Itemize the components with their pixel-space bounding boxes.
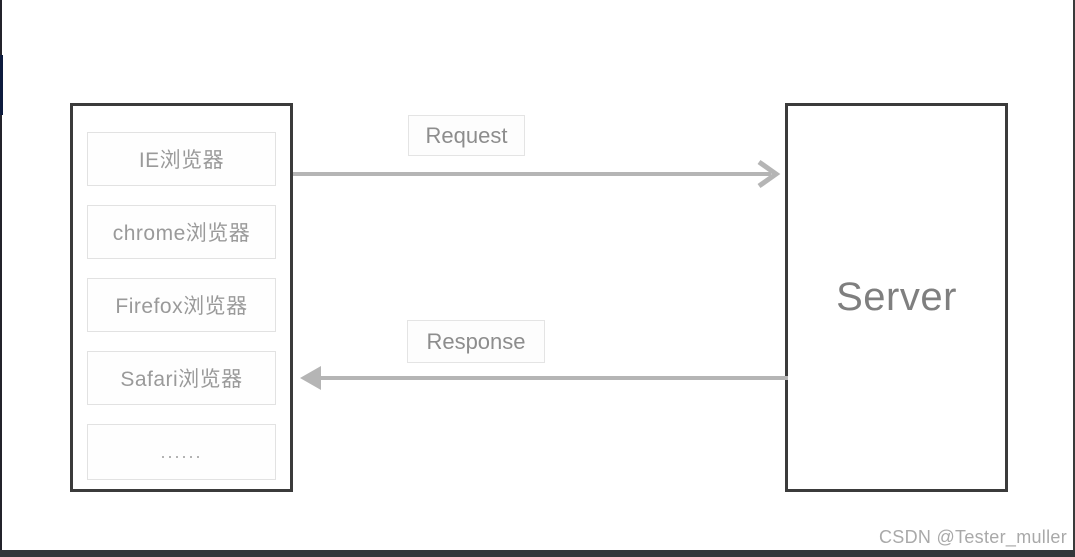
response-label: Response	[407, 320, 545, 363]
browser-item-ie: IE浏览器	[87, 132, 276, 186]
server-label: Server	[836, 275, 957, 319]
request-label: Request	[408, 115, 525, 156]
browser-group-box: IE浏览器 chrome浏览器 Firefox浏览器 Safari浏览器 ...…	[70, 103, 293, 492]
browser-item-chrome: chrome浏览器	[87, 205, 276, 259]
browser-item-safari: Safari浏览器	[87, 351, 276, 405]
watermark-text: CSDN @Tester_muller	[878, 527, 1067, 547]
bottom-bar	[0, 550, 1075, 557]
browser-item-firefox: Firefox浏览器	[87, 278, 276, 332]
response-arrow	[300, 366, 788, 390]
right-edge-line	[1073, 0, 1075, 557]
server-box: Server	[785, 103, 1008, 492]
left-edge-line	[0, 0, 2, 557]
left-edge-accent	[0, 55, 3, 115]
browser-item-ellipsis: ......	[87, 424, 276, 480]
request-arrow	[293, 159, 781, 189]
